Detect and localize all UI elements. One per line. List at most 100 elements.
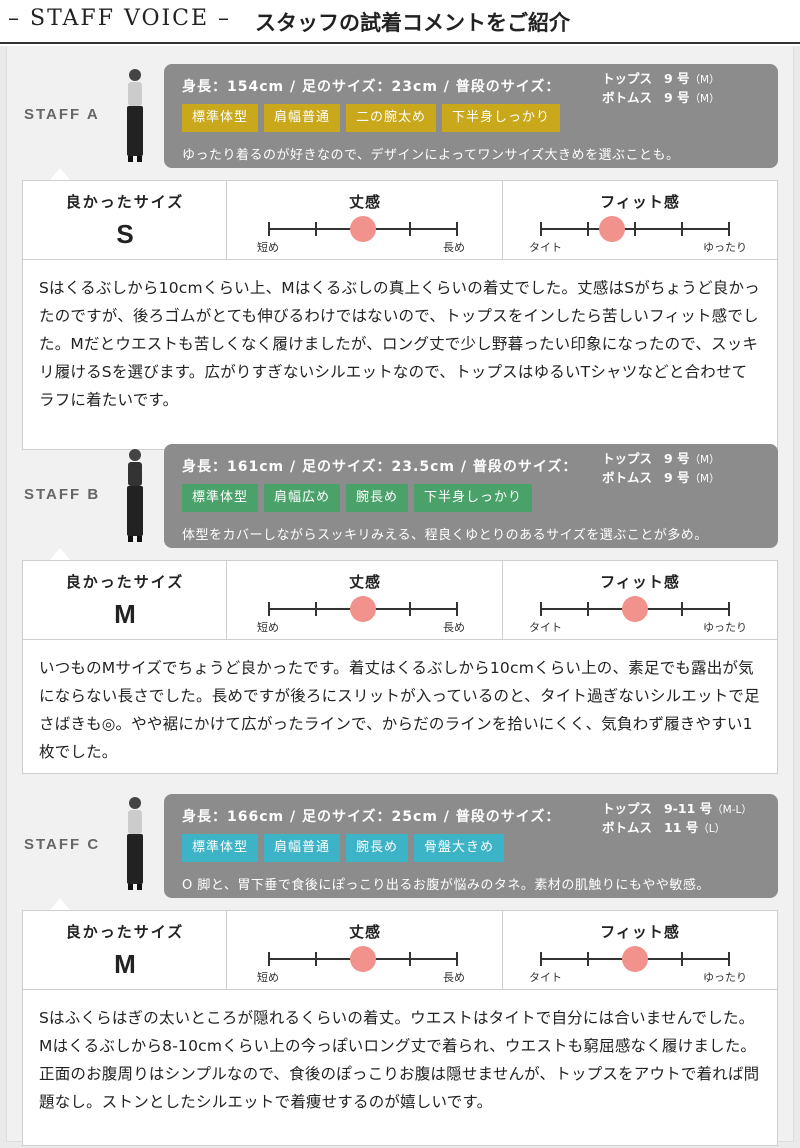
bottoms-key: ボトムス [602,820,653,835]
scale-tick [728,602,730,616]
bottoms-paren: （M） [689,93,720,105]
scale-tick [456,222,458,236]
fit-max-label: ゆったり [703,971,747,984]
header-title-en: – STAFF VOICE – [8,6,232,31]
scale-tick [728,952,730,966]
good-size-cell: 良かったサイズ S [23,181,227,259]
good-size-value: M [114,599,136,629]
size-table: 良かったサイズ M 丈感 短め 長め フィット感 タイト ゆったり [22,910,778,990]
length-indicator [350,946,376,972]
size-table: 良かったサイズ M 丈感 短め 長め フィット感 タイト ゆったり [22,560,778,640]
fit-cell: フィット感 タイト ゆったり [503,561,777,639]
good-size-label: 良かったサイズ [65,573,185,591]
staff-stats: 身長：166cm / 足のサイズ：25cm / 普段のサイズ： [182,809,561,825]
scale-tick [540,952,542,966]
fit-indicator [622,946,648,972]
scale-tick [587,222,589,236]
scale-tick [456,602,458,616]
fit-min-label: タイト [529,241,562,254]
staff-note: O 脚と、胃下垂で食後にぽっこり出るお腹が悩みのタネ。素材の肌触りにもやや敏感。 [182,878,710,893]
length-min-label: 短め [257,621,279,634]
fit-min-label: タイト [529,971,562,984]
body-type-tags: 標準体型肩幅普通二の腕太め下半身しっかり [182,104,566,132]
body-type-tag: 下半身しっかり [442,104,561,132]
tops-paren: （M） [689,454,720,466]
scale-tick [587,602,589,616]
staff-note: 体型をカバーしながらスッキリみえる、程良くゆとりのあるサイズを選ぶことが多め。 [182,528,708,543]
length-title: 丈感 [348,193,381,211]
staff-comment: Sはふくらはぎの太いところが隠れるくらいの着丈。ウエストはタイトで自分には合いま… [22,990,778,1146]
good-size-value: M [114,949,136,979]
tops-paren: （M） [689,74,720,86]
body-type-tag: 肩幅普通 [264,104,341,132]
tops-value: 9-11 号 [664,801,713,816]
scale-tick [681,222,683,236]
fit-max-label: ゆったり [703,621,747,634]
tops-key: トップス [602,451,653,466]
header-title-jp: スタッフの試着コメントをご紹介 [255,11,570,35]
staff-label: STAFF A [24,106,100,123]
length-max-label: 長め [443,971,465,984]
bottoms-paren: （L） [698,823,726,835]
good-size-label: 良かったサイズ [65,193,185,211]
scale-tick [587,952,589,966]
fit-min-label: タイト [529,621,562,634]
scale-tick [315,952,317,966]
staff-stats: 身長：161cm / 足のサイズ：23.5cm / 普段のサイズ： [182,459,578,475]
body-type-tags: 標準体型肩幅広め腕長め下半身しっかり [182,484,538,512]
scale-tick [456,952,458,966]
page-header: – STAFF VOICE – スタッフの試着コメントをご紹介 [0,0,800,44]
length-title: 丈感 [348,923,381,941]
staff-photo [110,66,160,166]
tops-paren: （M-L） [712,804,752,816]
length-max-label: 長め [443,241,465,254]
scale-tick [315,222,317,236]
staff-profile-box: 身長：161cm / 足のサイズ：23.5cm / 普段のサイズ： トップス 9 … [164,444,778,548]
length-min-label: 短め [257,971,279,984]
scale-tick [681,952,683,966]
scale-tick [268,602,270,616]
length-min-label: 短め [257,241,279,254]
scale-tick [540,602,542,616]
scale-tick [409,222,411,236]
good-size-cell: 良かったサイズ M [23,561,227,639]
bottoms-key: ボトムス [602,470,653,485]
staff-comment-text: いつものMサイズでちょうど良かったです。着丈はくるぶしから10cmくらい上の、素… [39,659,760,761]
scale-tick [409,602,411,616]
body-type-tag: 標準体型 [182,104,259,132]
staff-note: ゆったり着るのが好きなので、デザインによってワンサイズ大きめを選ぶことも。 [182,148,680,163]
body-type-tag: 骨盤大きめ [414,834,505,862]
length-indicator [350,596,376,622]
staff-label: STAFF C [24,836,101,853]
bottoms-paren: （M） [689,473,720,485]
scale-tick [409,952,411,966]
staff-comment: いつものMサイズでちょうど良かったです。着丈はくるぶしから10cmくらい上の、素… [22,640,778,774]
fit-cell: フィット感 タイト ゆったり [503,911,777,989]
fit-indicator [598,216,625,242]
body-type-tag: 下半身しっかり [414,484,533,512]
good-size-label: 良かったサイズ [65,923,185,941]
body-type-tag: 二の腕太め [346,104,437,132]
fit-title: フィット感 [600,193,680,211]
length-title: 丈感 [348,573,381,591]
body-type-tag: 標準体型 [182,484,259,512]
tops-value: 9 号 [664,451,690,466]
staff-comment-text: Sはふくらはぎの太いところが隠れるくらいの着丈。ウエストはタイトで自分には合いま… [39,1009,760,1111]
tops-key: トップス [602,801,653,816]
bottoms-value: 9 号 [664,470,690,485]
staff-profile-box: 身長：166cm / 足のサイズ：25cm / 普段のサイズ： トップス 9-11… [164,794,778,898]
length-cell: 丈感 短め 長め [227,181,503,259]
body-type-tag: 腕長め [346,834,409,862]
pointer-triangle [50,898,70,910]
tops-value: 9 号 [664,71,690,86]
scale-tick [268,952,270,966]
fit-cell: フィット感 タイト ゆったり [503,181,777,259]
body-type-tag: 肩幅普通 [264,834,341,862]
good-size-value: S [116,219,134,249]
fit-max-label: ゆったり [703,241,747,254]
length-indicator [350,216,376,242]
